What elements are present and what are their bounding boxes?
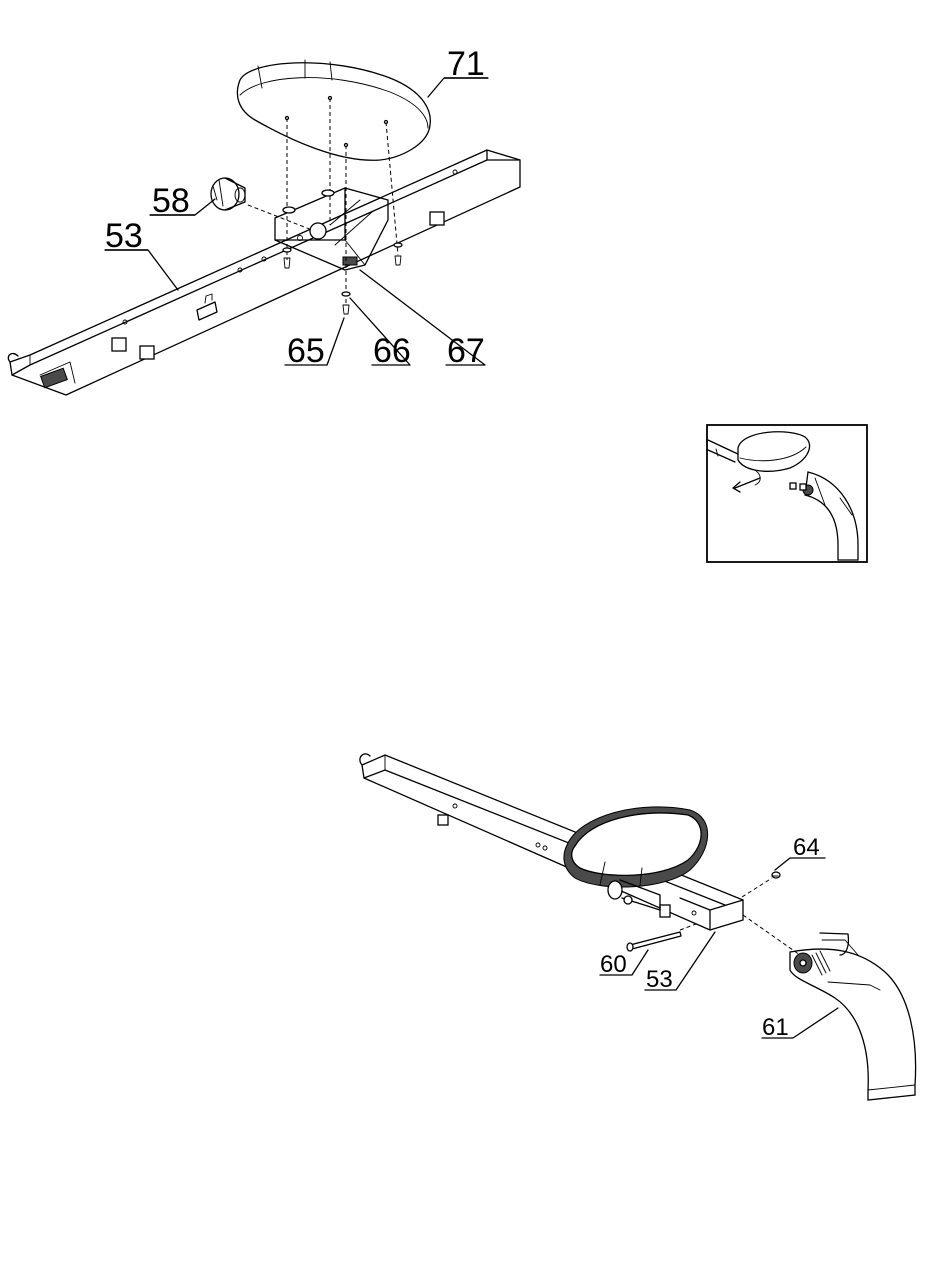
seat-bracket-top: [275, 188, 388, 270]
label-61: 61: [762, 1014, 789, 1041]
dashed-guides-bottom: [680, 878, 800, 955]
bolt-60: [627, 932, 681, 951]
seat-bottom: [564, 807, 708, 887]
label-64: 64: [793, 834, 820, 861]
label-67: 67: [447, 332, 485, 370]
bottom-assembly: 64 60 53 61: [360, 754, 916, 1100]
end-cap: [790, 933, 916, 1100]
inset-detail: [707, 425, 867, 562]
label-53-bottom: 53: [646, 966, 673, 993]
label-65: 65: [287, 332, 325, 370]
label-60: 60: [600, 951, 627, 978]
top-assembly: 71 58 53 65 66 67: [8, 45, 520, 395]
seat-top: [237, 60, 430, 160]
rail-top: [8, 150, 520, 395]
label-66: 66: [373, 332, 411, 370]
knob-top: [211, 178, 245, 210]
screw-64: [772, 872, 780, 878]
